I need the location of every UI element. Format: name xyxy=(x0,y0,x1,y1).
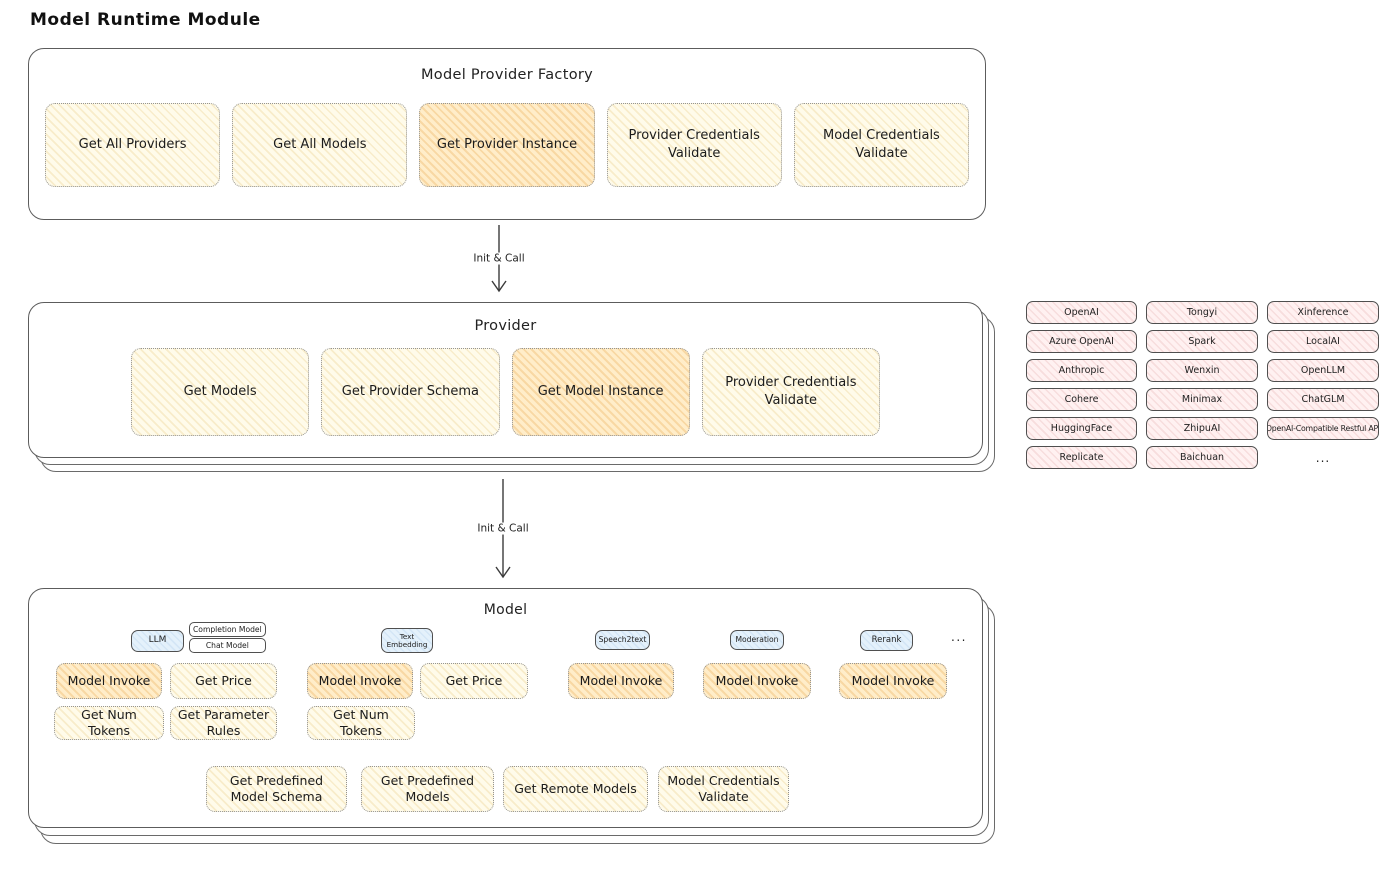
te-model-invoke-button: Model Invoke xyxy=(307,663,413,699)
provider-chip-cohere: Cohere xyxy=(1026,388,1137,411)
te-get-num-tokens-button: Get Num Tokens xyxy=(307,706,415,740)
get-remote-models-button: Get Remote Models xyxy=(503,766,648,812)
provider-chip-zhipuai: ZhipuAI xyxy=(1146,417,1258,440)
provider-chip-anthropic: Anthropic xyxy=(1026,359,1137,382)
provider-chip-tongyi: Tongyi xyxy=(1146,301,1258,324)
tag-llm: LLM xyxy=(131,630,184,652)
provider-chip-huggingface: HuggingFace xyxy=(1026,417,1137,440)
init-call-arrow-2: Init & Call xyxy=(472,479,534,579)
provider-chip-xinference: Xinference xyxy=(1267,301,1379,324)
llm-get-parameter-rules-button: Get Parameter Rules xyxy=(170,706,277,740)
get-model-instance-button: Get Model Instance xyxy=(511,348,690,436)
init-call-label-1: Init & Call xyxy=(468,252,530,265)
page-title: Model Runtime Module xyxy=(30,10,261,30)
get-models-button: Get Models xyxy=(131,348,310,436)
model-tags-more-ellipsis: ... xyxy=(951,630,967,644)
provider-chip-chatglm: ChatGLM xyxy=(1267,388,1379,411)
tag-text-embedding: Text Embedding xyxy=(381,628,433,653)
init-call-arrow-1: Init & Call xyxy=(468,225,530,293)
provider-credentials-validate-button: Provider Credentials Validate xyxy=(606,103,782,187)
provider-chip-openai-compatible: OpenAI-Compatible Restful API xyxy=(1267,417,1379,440)
factory-button-row: Get All Providers Get All Models Get Pro… xyxy=(29,83,985,187)
providers-more-ellipsis: ... xyxy=(1315,450,1331,465)
moderation-model-invoke-button: Model Invoke xyxy=(703,663,811,699)
tag-speech2text: Speech2text xyxy=(595,630,650,650)
provider-credentials-validate-button-2: Provider Credentials Validate xyxy=(701,348,880,436)
provider-chip-baichuan: Baichuan xyxy=(1146,446,1258,469)
get-predefined-models-button: Get Predefined Models xyxy=(361,766,494,812)
provider-chip-localai: LocalAI xyxy=(1267,330,1379,353)
factory-title: Model Provider Factory xyxy=(420,67,594,83)
provider-button-row: Get Models Get Provider Schema Get Model… xyxy=(29,334,982,436)
model-credentials-validate-button-3: Model Credentials Validate xyxy=(658,766,789,812)
tag-chat-model: Chat Model xyxy=(189,638,266,653)
get-all-providers-button: Get All Providers xyxy=(45,103,221,187)
llm-subtags: Completion Model Chat Model xyxy=(189,622,266,653)
llm-get-price-button: Get Price xyxy=(170,663,277,699)
supported-providers-grid: OpenAI Tongyi Xinference Azure OpenAI Sp… xyxy=(1026,301,1379,469)
tag-rerank: Rerank xyxy=(860,630,913,651)
provider-chip-openai: OpenAI xyxy=(1026,301,1137,324)
get-provider-schema-button: Get Provider Schema xyxy=(321,348,500,436)
factory-box: Model Provider Factory Get All Providers… xyxy=(28,48,986,220)
get-provider-instance-button: Get Provider Instance xyxy=(419,103,595,187)
provider-chip-spark: Spark xyxy=(1146,330,1258,353)
provider-box: Provider Get Models Get Provider Schema … xyxy=(28,302,983,458)
provider-chip-wenxin: Wenxin xyxy=(1146,359,1258,382)
provider-chip-replicate: Replicate xyxy=(1026,446,1137,469)
tag-moderation: Moderation xyxy=(730,630,784,650)
provider-title: Provider xyxy=(474,318,537,334)
get-all-models-button: Get All Models xyxy=(232,103,408,187)
s2t-model-invoke-button: Model Invoke xyxy=(568,663,674,699)
get-predefined-model-schema-button: Get Predefined Model Schema xyxy=(206,766,347,812)
init-call-label-2: Init & Call xyxy=(472,522,534,535)
rerank-model-invoke-button: Model Invoke xyxy=(839,663,947,699)
te-get-price-button: Get Price xyxy=(420,663,528,699)
provider-chip-azure-openai: Azure OpenAI xyxy=(1026,330,1137,353)
llm-get-num-tokens-button: Get Num Tokens xyxy=(54,706,164,740)
model-title: Model xyxy=(483,602,528,618)
model-box: Model LLM Completion Model Chat Model Te… xyxy=(28,588,983,828)
provider-chip-openllm: OpenLLM xyxy=(1267,359,1379,382)
llm-model-invoke-button: Model Invoke xyxy=(56,663,162,699)
model-credentials-validate-button: Model Credentials Validate xyxy=(793,103,970,187)
provider-chip-minimax: Minimax xyxy=(1146,388,1258,411)
tag-completion-model: Completion Model xyxy=(189,622,266,637)
